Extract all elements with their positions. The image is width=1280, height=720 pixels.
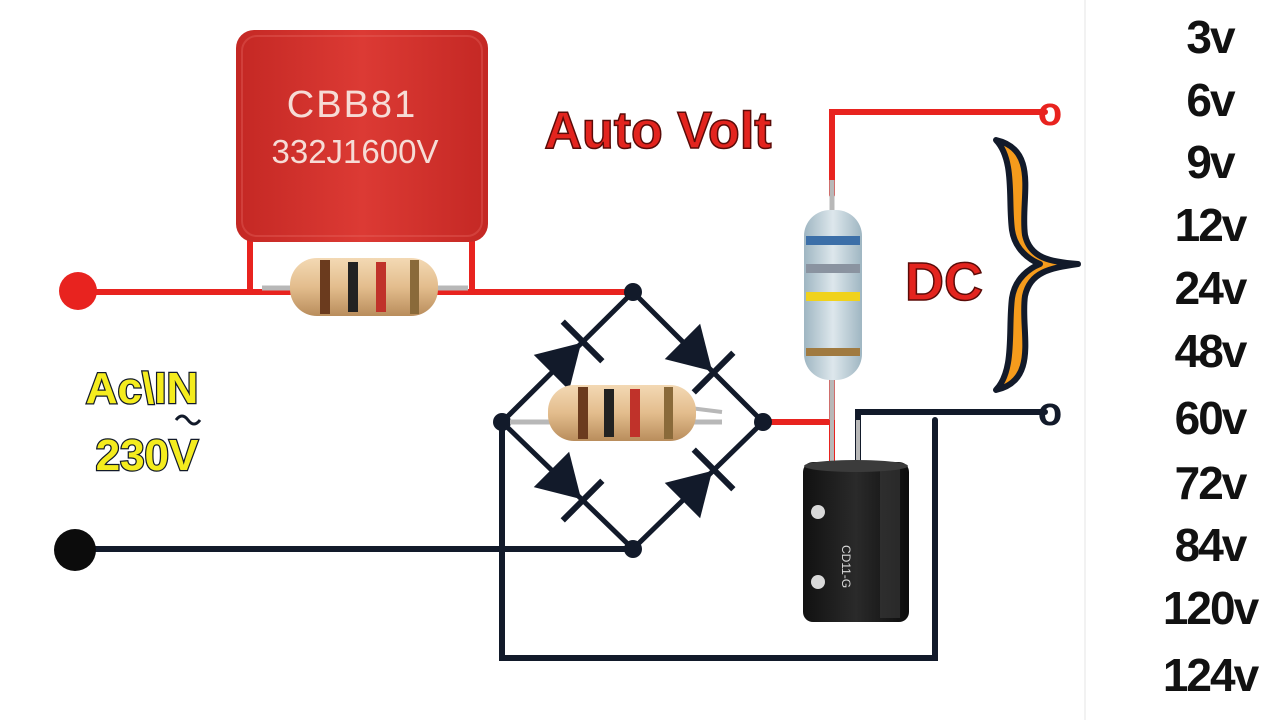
ac-input-label-line1: Ac\IN (86, 364, 198, 413)
ac-tilde-symbol (174, 414, 202, 426)
title: Auto Volt (544, 102, 771, 160)
voltage-item: 9v (1186, 136, 1235, 188)
electrolytic-capacitor (803, 420, 909, 622)
voltage-item: 12v (1174, 199, 1248, 251)
voltage-item: 72v (1174, 457, 1248, 509)
voltage-item: 48v (1174, 325, 1248, 377)
diode-bottom-right (664, 447, 736, 519)
voltage-item: 124v (1162, 649, 1259, 701)
voltage-item: 3v (1186, 11, 1235, 63)
voltage-item: 60v (1174, 392, 1248, 444)
film-capacitor (236, 30, 488, 242)
voltage-item: 120v (1162, 582, 1259, 634)
bridge-resistor (510, 385, 723, 441)
output-brace (993, 137, 1081, 393)
ac-input-label-line2: 230V (96, 431, 199, 480)
ac-input-label: Ac\IN 230V (85, 363, 201, 482)
diode-top-left (533, 319, 605, 391)
diode-bottom-left (533, 451, 605, 523)
ac-input-terminal-live (59, 272, 97, 310)
electrolytic-capacitor-label: CD11-G (839, 545, 853, 588)
series-resistor (804, 180, 862, 420)
voltage-item: 24v (1174, 262, 1248, 314)
diode-top-right (664, 323, 736, 395)
voltage-item: 84v (1174, 519, 1248, 571)
voltage-item: 6v (1186, 74, 1235, 126)
film-capacitor-model: CBB81 (287, 84, 417, 126)
output-terminal-positive: o (1038, 90, 1062, 134)
bleeder-resistor (262, 258, 468, 316)
ac-input-terminal-neutral (54, 529, 96, 571)
bridge-nodes (493, 283, 772, 558)
output-terminal-negative: o (1038, 390, 1062, 434)
output-dc-label: DC (905, 252, 983, 312)
film-capacitor-rating: 332J1600V (272, 133, 439, 170)
